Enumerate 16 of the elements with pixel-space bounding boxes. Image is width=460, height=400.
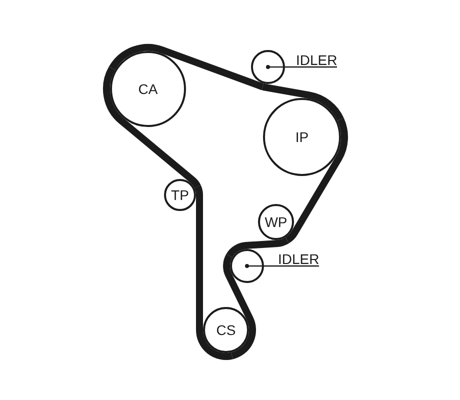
pulley-label: CA	[138, 82, 158, 96]
leader-line	[264, 265, 319, 267]
part-label: IDLER	[296, 53, 338, 67]
belt-segment	[194, 185, 233, 360]
belt-segment	[226, 237, 289, 258]
belt-segment	[285, 118, 348, 244]
pulley-label: WP	[264, 214, 288, 230]
pulley-label: IP	[295, 130, 309, 144]
pulley-label: TP	[171, 188, 189, 202]
leader-line	[285, 66, 337, 68]
belt-segment	[223, 254, 256, 360]
belt-segment	[260, 83, 344, 121]
pulley-label: CS	[216, 322, 236, 338]
part-label: IDLER	[278, 252, 320, 266]
belt-segment	[103, 66, 201, 188]
belt-segment	[109, 44, 264, 90]
